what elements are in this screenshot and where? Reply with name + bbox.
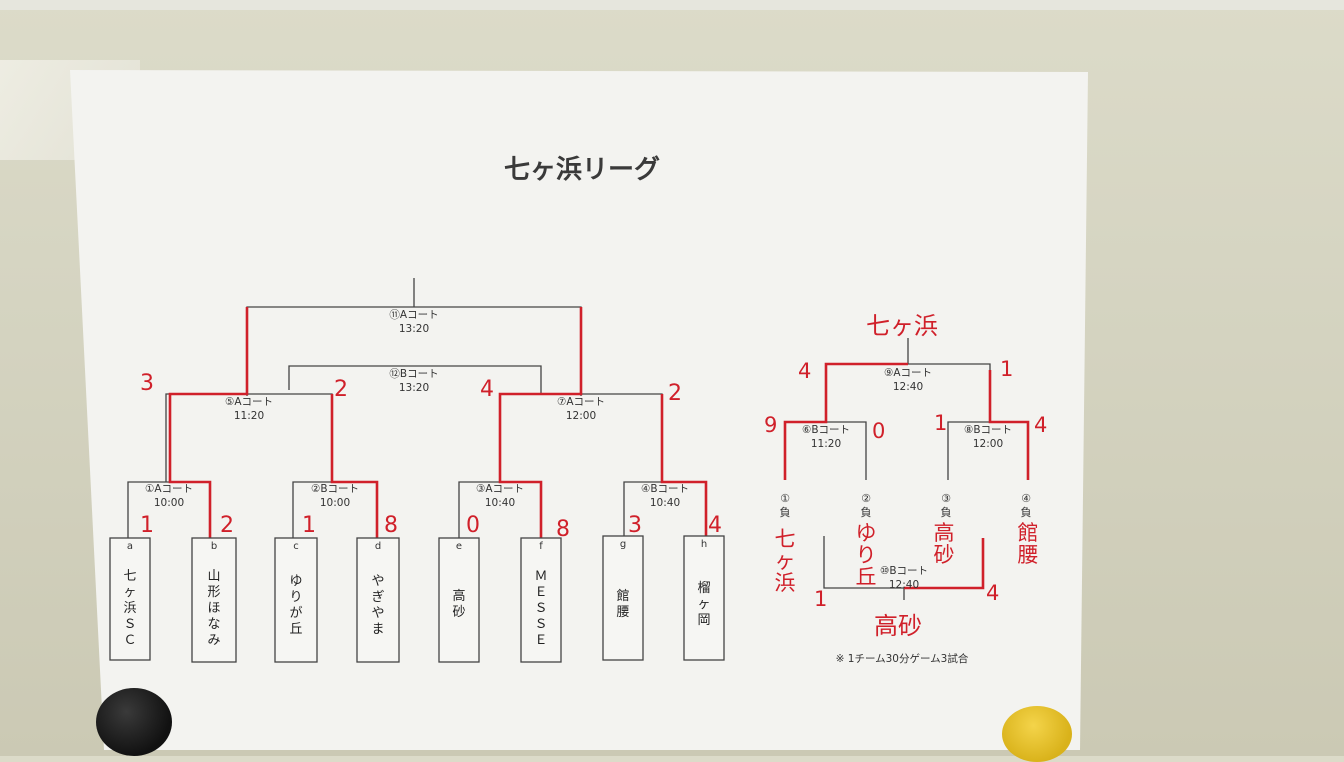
match-5-label: ⑤Aコート [225,396,273,408]
team-d-letter: d [375,541,381,552]
match-10-label: ⑩Bコート [880,565,928,577]
loser-hand-1: 七ヶ浜 [775,527,796,595]
match-9-time: 12:40 [893,381,923,393]
black-magnet [96,688,172,756]
team-e-name: 高砂 [452,588,465,620]
team-f-letter: f [539,541,543,552]
losers-match-labels: ⑨Aコート 12:40 ⑥Bコート 11:20 ⑧Bコート 12:00 ⑩Bコー… [802,367,1012,591]
score-m5-right: 2 [334,377,348,402]
team-g-letter: g [620,539,626,550]
score-m9-right: 1 [1000,357,1013,381]
losers-scores: 9 0 1 4 4 1 1 4 [764,357,1047,611]
score-m9-left: 4 [798,359,811,383]
team-boxes [109,535,725,663]
match-11-label: ⑪Aコート [389,309,438,321]
team-d-name: やぎやま [371,574,384,637]
team-names: 七ヶ浜ＳＣ 山形ほなみ ゆりが丘 やぎやま 高砂 ＭＥＳＳＥ 館腰 榴ヶ岡 [123,569,710,648]
match-1-label: ①Aコート [145,483,193,495]
team-c-name: ゆりが丘 [289,574,302,637]
page-title: 七ヶ浜リーグ [504,155,660,185]
match-3-time: 10:40 [485,497,515,509]
team-h-letter: h [701,539,707,550]
game-note: ※ 1チーム30分ゲーム3試合 [836,652,969,665]
match-7-time: 12:00 [566,410,596,422]
score-h: 4 [708,513,722,538]
match-3-label: ③Aコート [476,483,524,495]
loser-hand-names: 七ヶ浜 ゆり丘 高砂 館腰 [775,521,1039,595]
team-f-name: ＭＥＳＳＥ [534,569,547,648]
team-h-name: 榴ヶ岡 [697,581,710,628]
score-a: 1 [140,513,154,538]
losers-winner-bottom: 高砂 [874,612,922,640]
score-f: 8 [556,517,570,542]
score-m10-left: 1 [814,587,827,611]
match-5-time: 11:20 [234,410,264,422]
match-12-label: ⑫Bコート [389,368,438,380]
main-match-labels: ⑪Aコート 13:20 ⑫Bコート 13:20 ⑤Aコート 11:20 ⑦Aコー… [145,309,689,509]
team-a-letter: a [127,541,133,552]
match-8-label: ⑧Bコート [964,424,1012,436]
losers-winner-top: 七ヶ浜 [866,312,938,340]
match-12-time: 13:20 [399,382,429,394]
score-m7-right: 2 [668,381,682,406]
paper-background [70,70,1088,750]
main-winner-lines [168,307,708,538]
match-10-time: 12:40 [889,579,919,591]
score-m6-left: 9 [764,413,777,437]
score-m10-right: 4 [986,581,999,605]
score-g: 3 [628,513,642,538]
match-1-time: 10:00 [154,497,184,509]
match-2-time: 10:00 [320,497,350,509]
score-b: 2 [220,513,234,538]
match-8-time: 12:00 [973,438,1003,450]
wall-paper-strip [0,0,1344,10]
match-6-time: 11:20 [811,438,841,450]
team-letters: a b c d e f g h [127,539,707,552]
score-m8-left: 1 [934,411,947,435]
team-c-letter: c [293,541,299,552]
match-4-time: 10:40 [650,497,680,509]
score-c: 1 [302,513,316,538]
score-m7-left: 4 [480,377,494,402]
loser-hand-2: ゆり丘 [856,521,877,589]
loser-hand-3: 高砂 [934,521,955,567]
team-e-letter: e [456,541,462,552]
team-b-name: 山形ほなみ [207,569,220,648]
losers-winner-lines [783,362,1030,590]
match-11-time: 13:20 [399,323,429,335]
match-6-label: ⑥Bコート [802,424,850,436]
team-a-name: 七ヶ浜ＳＣ [123,569,136,648]
match-4-label: ④Bコート [641,483,689,495]
main-scores: 1 2 1 8 0 8 3 4 3 2 4 2 [140,371,722,542]
team-g-name: 館腰 [616,589,629,620]
score-d: 8 [384,513,398,538]
match-7-label: ⑦Aコート [557,396,605,408]
yellow-magnet [1002,706,1072,762]
team-b-letter: b [211,541,217,552]
score-m6-right: 0 [872,419,885,443]
score-m5-left: 3 [140,371,154,396]
match-2-label: ②Bコート [311,483,359,495]
match-9-label: ⑨Aコート [884,367,932,379]
score-e: 0 [466,513,480,538]
loser-hand-4: 館腰 [1018,521,1039,567]
score-m8-right: 4 [1034,413,1047,437]
